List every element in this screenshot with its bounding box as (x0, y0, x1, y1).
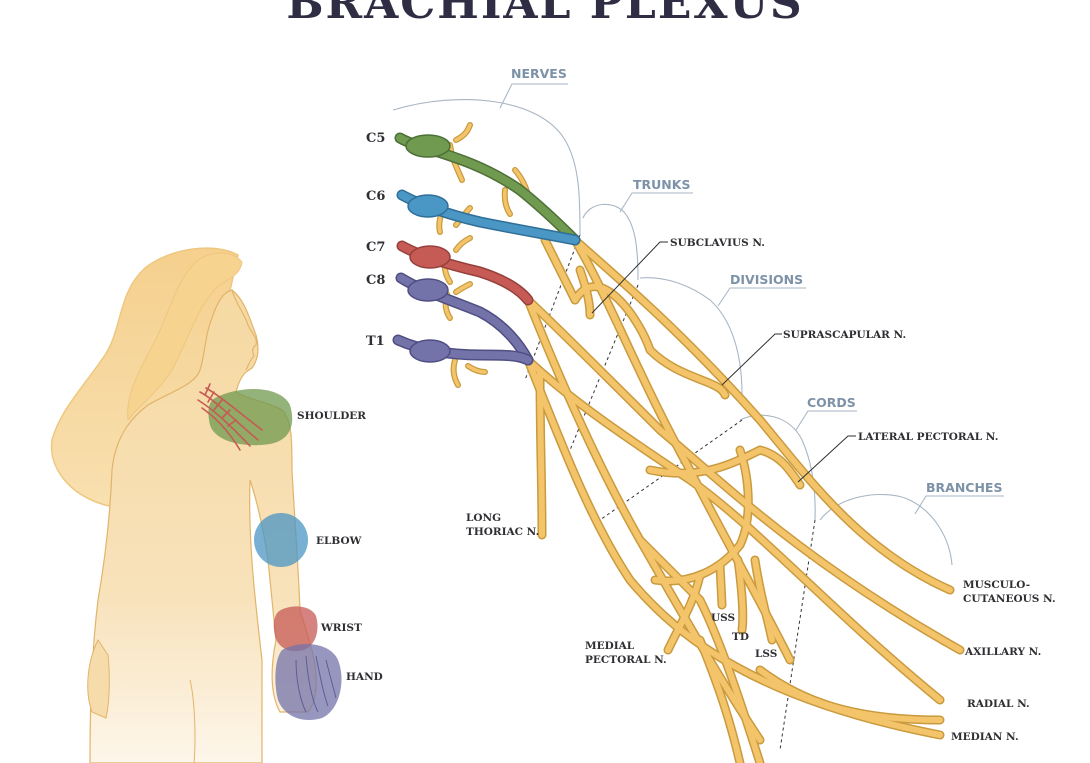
hand-region[interactable] (275, 644, 342, 720)
root-c6[interactable] (396, 189, 581, 246)
root-label-c5: C5 (366, 131, 385, 146)
medial-pectoral-label-2: PECTORAL N. (585, 654, 667, 666)
root-c5[interactable] (394, 132, 581, 246)
wrist-label: WRIST (320, 622, 362, 634)
hand-label: HAND (346, 671, 383, 683)
lateral-pectoral-label: LATERAL PECTORAL N. (858, 431, 998, 443)
medial-pectoral-label-1: MEDIAL (585, 640, 635, 652)
axillary-label: AXILLARY N. (964, 646, 1041, 658)
hip-line (189, 679, 196, 763)
radial-label: RADIAL N. (967, 698, 1030, 710)
nerves-section-label: NERVES (511, 66, 567, 81)
leader-lines (591, 241, 856, 483)
subclavius-label: SUBCLAVIUS N. (670, 237, 765, 249)
suprascapular-label: SUPRASCAPULAR N. (783, 329, 906, 341)
shoulder-region[interactable] (208, 388, 293, 446)
musculocutaneous-label-2: CUTANEOUS N. (963, 593, 1056, 605)
trunks-section-label: TRUNKS (633, 177, 690, 192)
root-label-c6: C6 (366, 189, 385, 204)
nerve-network (436, 122, 965, 763)
long-thoracic-label-1: LONG (466, 512, 501, 524)
cords-section-label: CORDS (807, 395, 856, 410)
page-title: BRACHIAL PLEXUS (286, 0, 804, 29)
long-thoracic-label-2: THORIAC N. (466, 526, 539, 538)
root-c7[interactable] (396, 240, 534, 306)
root-label-c8: C8 (366, 273, 385, 288)
root-label-c7: C7 (366, 240, 385, 255)
td-label: TD (732, 631, 749, 643)
face-profile (231, 289, 257, 371)
median-label: MEDIAN N. (951, 731, 1019, 743)
branches-bracket (819, 493, 953, 566)
region-markers (197, 383, 342, 720)
hair-front (127, 252, 243, 422)
nerves-bracket (392, 99, 581, 236)
plexus-mini (197, 383, 263, 451)
root-label-t1: T1 (366, 334, 385, 349)
root-c8[interactable] (395, 272, 534, 366)
musculocutaneous-label-1: MUSCULO- (963, 579, 1030, 591)
elbow-region[interactable] (254, 513, 308, 567)
elbow-label: ELBOW (316, 535, 362, 547)
branches-section-label: BRANCHES (926, 480, 1002, 495)
divisions-section-label: DIVISIONS (730, 272, 803, 287)
hand-fingers (295, 655, 337, 713)
root-t1[interactable] (392, 334, 534, 366)
lss-label: LSS (755, 648, 777, 660)
shoulder-label: SHOULDER (297, 410, 366, 422)
colored-roots (392, 132, 581, 366)
left-hand (87, 639, 110, 719)
trunks-bracket (582, 203, 639, 281)
uss-label: USS (711, 612, 735, 624)
divisions-bracket (639, 277, 743, 396)
wrist-region[interactable] (273, 606, 318, 652)
